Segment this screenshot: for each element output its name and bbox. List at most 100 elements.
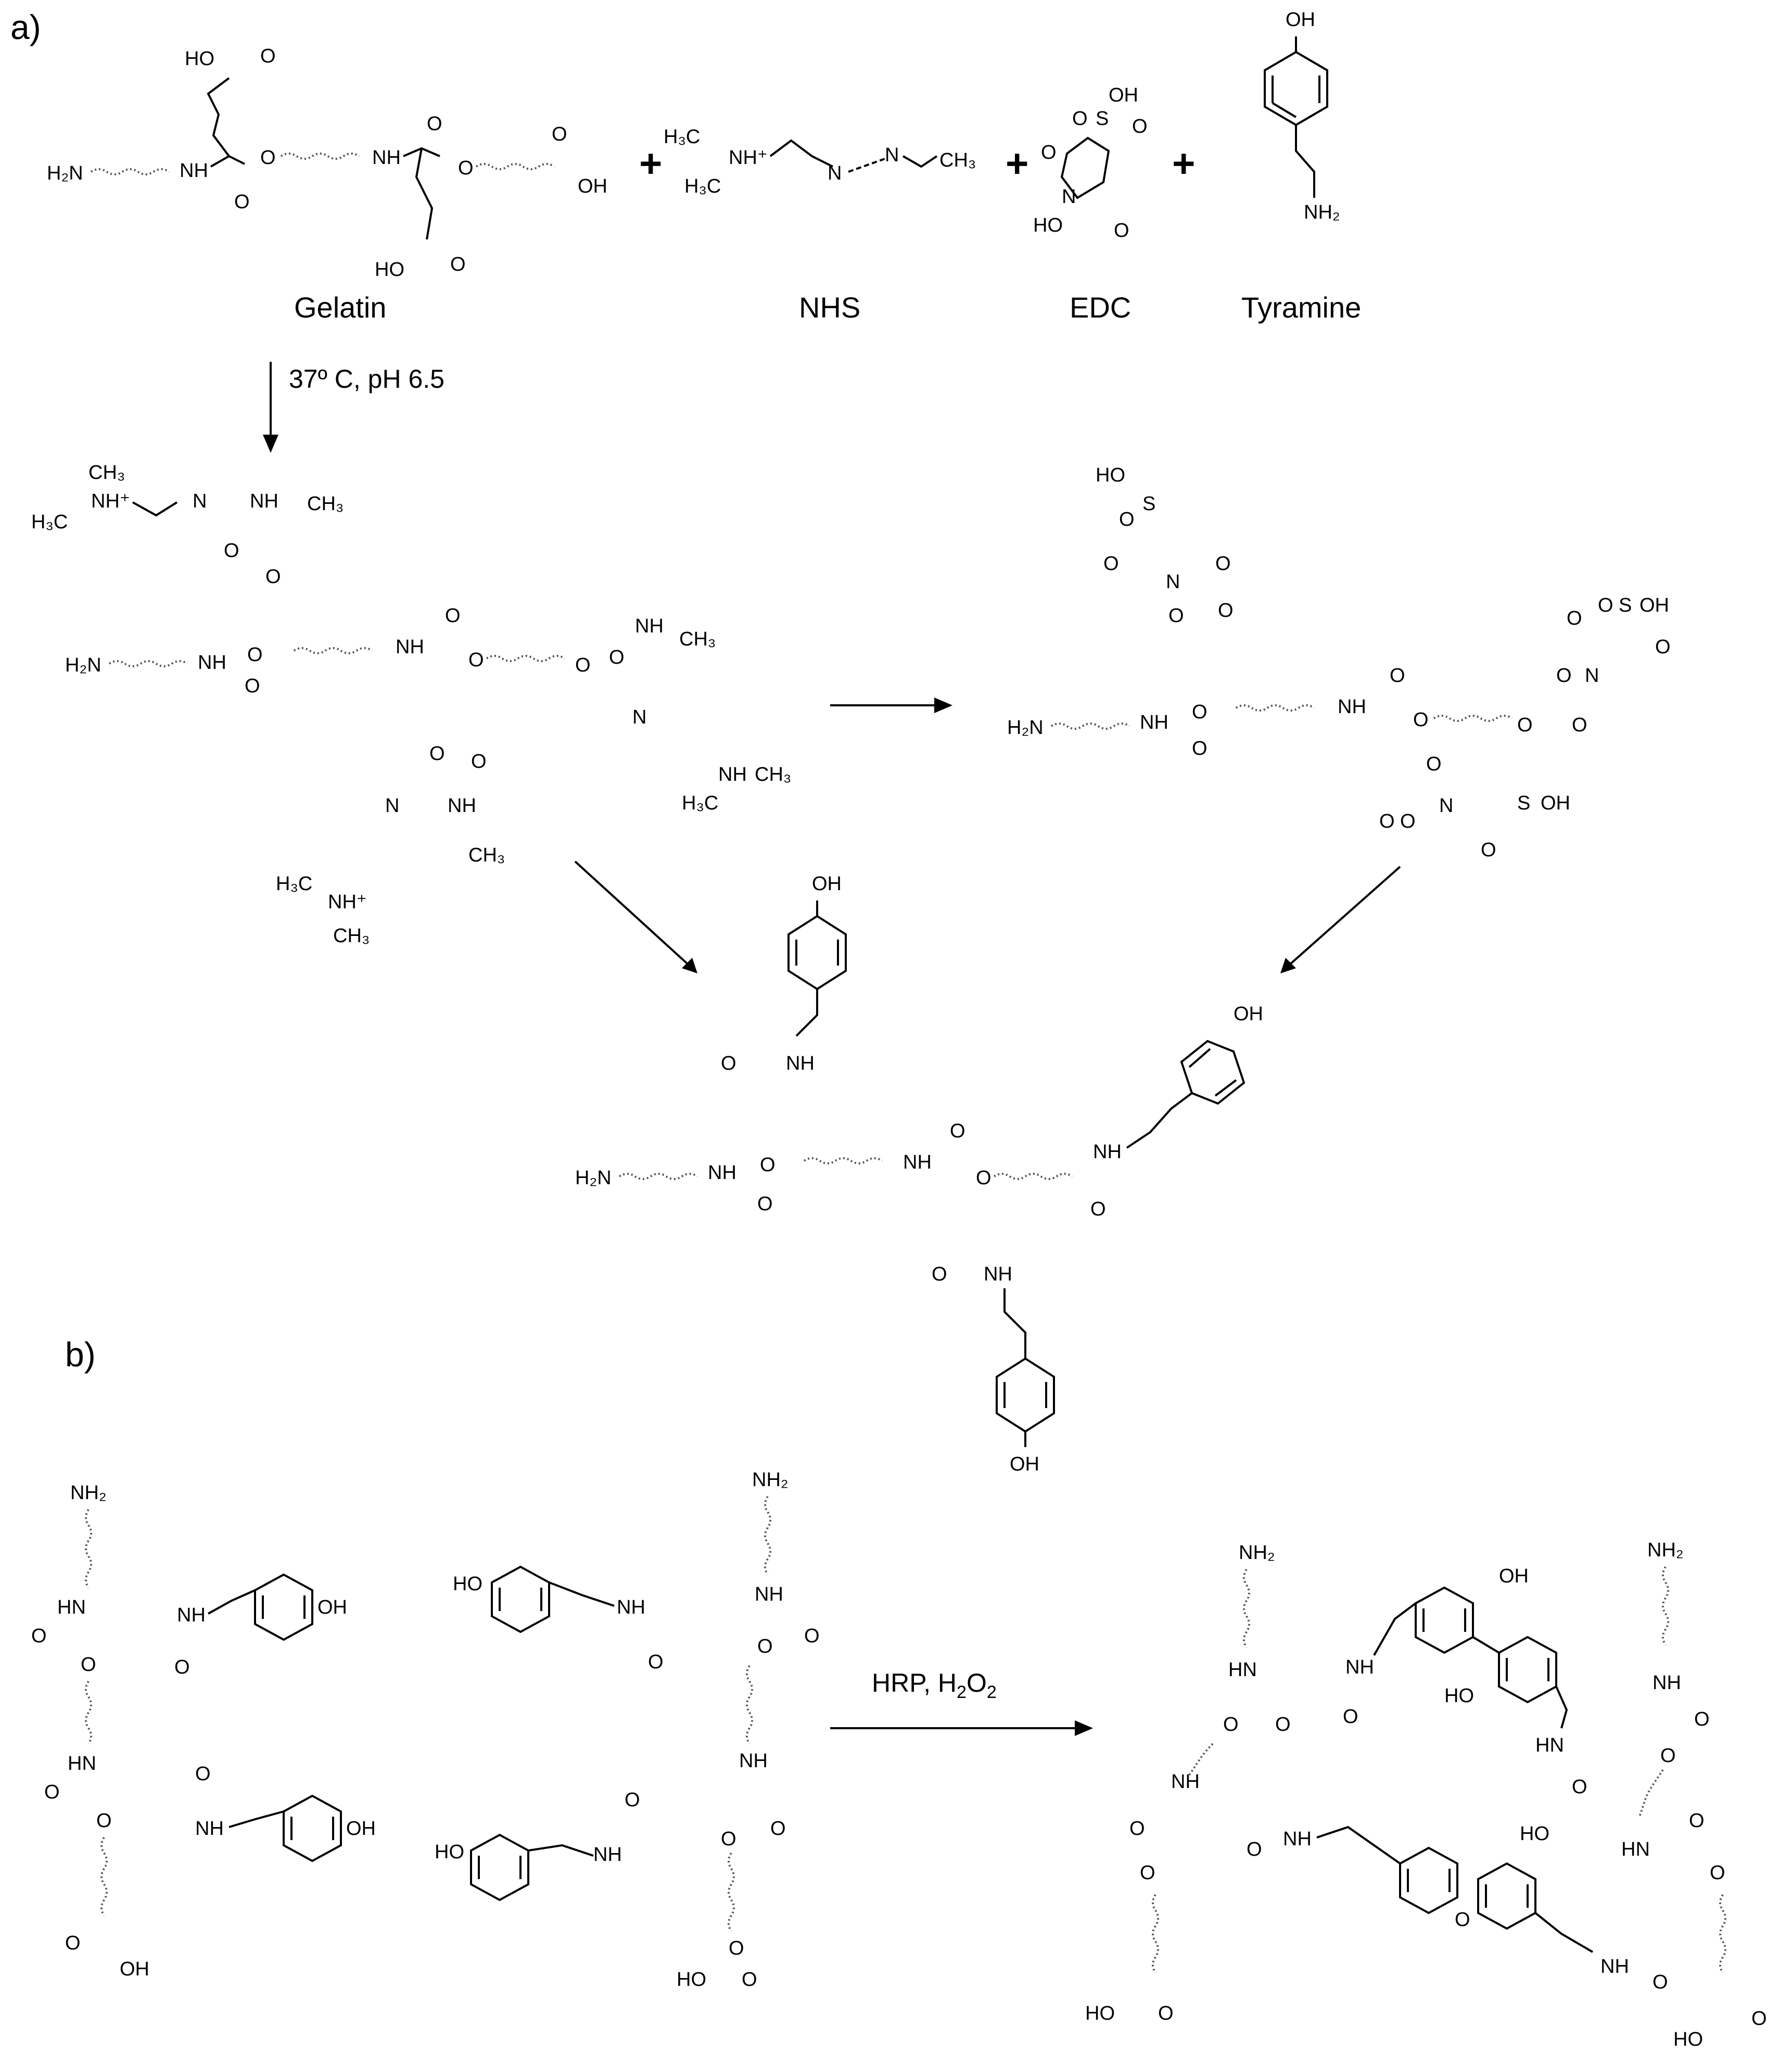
svg-text:HO: HO (1096, 464, 1125, 486)
svg-text:CH₃: CH₃ (88, 462, 125, 484)
tyramine-label: Tyramine (1241, 291, 1361, 324)
svg-text:HN: HN (1228, 1659, 1257, 1681)
svg-text:NH₂: NH₂ (752, 1469, 789, 1491)
plus-sign-3: + (1172, 142, 1195, 186)
svg-text:O: O (174, 1656, 190, 1678)
svg-text:O: O (1694, 1708, 1710, 1730)
svg-text:HO: HO (1033, 214, 1063, 236)
svg-text:O: O (450, 254, 466, 275)
svg-text:NH: NH (786, 1053, 815, 1074)
svg-text:O: O (1655, 636, 1671, 658)
svg-text:O: O (1572, 1776, 1587, 1798)
svg-text:NH: NH (718, 764, 747, 785)
svg-text:O: O (247, 644, 263, 666)
svg-text:OH: OH (1499, 1565, 1529, 1587)
svg-text:OH: OH (1640, 594, 1669, 616)
svg-text:N: N (1166, 571, 1180, 593)
svg-text:O: O (260, 45, 276, 67)
right-to-product-arrow (1285, 866, 1401, 969)
svg-text:HO: HO (677, 1969, 706, 1991)
crosslink-arrowhead (1075, 1720, 1093, 1736)
svg-text:HN: HN (1535, 1734, 1564, 1756)
crosslink-condition: HRP, H2O2 (872, 1668, 997, 1702)
svg-text:N: N (828, 162, 842, 184)
svg-text:HO: HO (1085, 2002, 1115, 2024)
svg-text:NH: NH (250, 490, 278, 512)
svg-text:O: O (1119, 509, 1135, 530)
svg-text:NH: NH (708, 1162, 736, 1184)
svg-text:NH: NH (903, 1151, 932, 1173)
svg-text:NH: NH (593, 1844, 622, 1866)
svg-text:NH: NH (177, 1604, 206, 1626)
svg-text:NH: NH (1345, 1656, 1374, 1678)
svg-text:O: O (757, 1193, 773, 1215)
nhs-label: NHS (799, 291, 860, 324)
svg-text:O: O (224, 540, 239, 562)
svg-text:NH₂: NH₂ (70, 1482, 107, 1504)
svg-text:O: O (265, 566, 281, 588)
panel-b-label: b) (65, 1335, 96, 1374)
left-to-product-arrowhead (682, 958, 697, 973)
svg-text:O: O (1517, 714, 1533, 736)
svg-text:NH₂: NH₂ (1239, 1542, 1275, 1564)
svg-text:NH: NH (1093, 1141, 1122, 1163)
svg-text:H₂N: H₂N (1007, 717, 1044, 739)
svg-text:O: O (1223, 1714, 1239, 1735)
svg-text:S: S (1096, 108, 1109, 130)
svg-text:O: O (1140, 1862, 1155, 1884)
svg-text:O: O (609, 647, 625, 668)
svg-text:CH₃: CH₃ (333, 925, 370, 947)
step1-arrowhead (263, 435, 278, 453)
svg-text:NH⁺: NH⁺ (328, 891, 367, 913)
svg-text:OH: OH (346, 1818, 376, 1840)
svg-text:H₂N: H₂N (47, 162, 83, 184)
svg-text:O: O (1275, 1714, 1291, 1735)
svg-text:O: O (234, 191, 250, 213)
svg-text:HO: HO (375, 259, 404, 281)
svg-text:CH₃: CH₃ (755, 764, 791, 785)
svg-text:O: O (760, 1154, 776, 1176)
svg-text:O: O (1129, 1818, 1145, 1840)
svg-text:O: O (427, 113, 442, 135)
svg-text:O: O (976, 1167, 992, 1189)
svg-text:HO: HO (435, 1841, 464, 1863)
svg-text:OH: OH (1010, 1453, 1039, 1475)
svg-text:NH: NH (372, 147, 401, 169)
svg-text:O: O (1215, 553, 1231, 575)
svg-text:HO: HO (1673, 2029, 1703, 2050)
svg-text:S: S (1142, 493, 1155, 515)
svg-text:O: O (31, 1625, 47, 1647)
svg-text:HN: HN (68, 1753, 96, 1775)
svg-text:O: O (65, 1932, 81, 1954)
svg-text:O: O (552, 123, 567, 145)
svg-text:OH: OH (1109, 84, 1138, 106)
gelatin-tyramine-product: OH NH O H₂N NH O O NH O O O NH OH O NH O… (575, 873, 1263, 1475)
svg-text:O: O (1379, 810, 1395, 832)
svg-text:NH: NH (617, 1596, 645, 1618)
svg-text:O: O (1710, 1862, 1725, 1884)
svg-text:O: O (729, 1937, 744, 1959)
svg-text:OH: OH (1234, 1003, 1263, 1025)
svg-text:HN: HN (1621, 1839, 1650, 1860)
svg-text:O: O (1598, 594, 1613, 616)
svg-text:O: O (770, 1818, 786, 1840)
svg-text:NH: NH (984, 1263, 1012, 1285)
svg-text:N: N (1439, 795, 1453, 817)
svg-text:O: O (1689, 1810, 1705, 1832)
svg-text:O: O (1072, 108, 1088, 130)
svg-text:H₃C: H₃C (682, 792, 718, 814)
svg-text:NH⁺: NH⁺ (91, 490, 130, 512)
svg-text:H₃C: H₃C (31, 511, 68, 533)
svg-text:OH: OH (578, 175, 607, 197)
svg-text:O: O (757, 1636, 773, 1657)
svg-text:NH: NH (755, 1583, 783, 1605)
svg-text:H₂N: H₂N (65, 654, 101, 676)
svg-text:S: S (1619, 594, 1632, 616)
svg-text:NH: NH (180, 160, 208, 182)
svg-text:O: O (1413, 709, 1429, 731)
svg-text:NH: NH (1653, 1672, 1681, 1694)
svg-text:O: O (1653, 1971, 1668, 1993)
svg-text:O: O (1041, 142, 1057, 163)
chain-pair-left: NH₂ HN O O NH O OH HN O O O NH OH O OH N… (31, 1469, 820, 1991)
svg-text:O: O (1556, 665, 1572, 687)
